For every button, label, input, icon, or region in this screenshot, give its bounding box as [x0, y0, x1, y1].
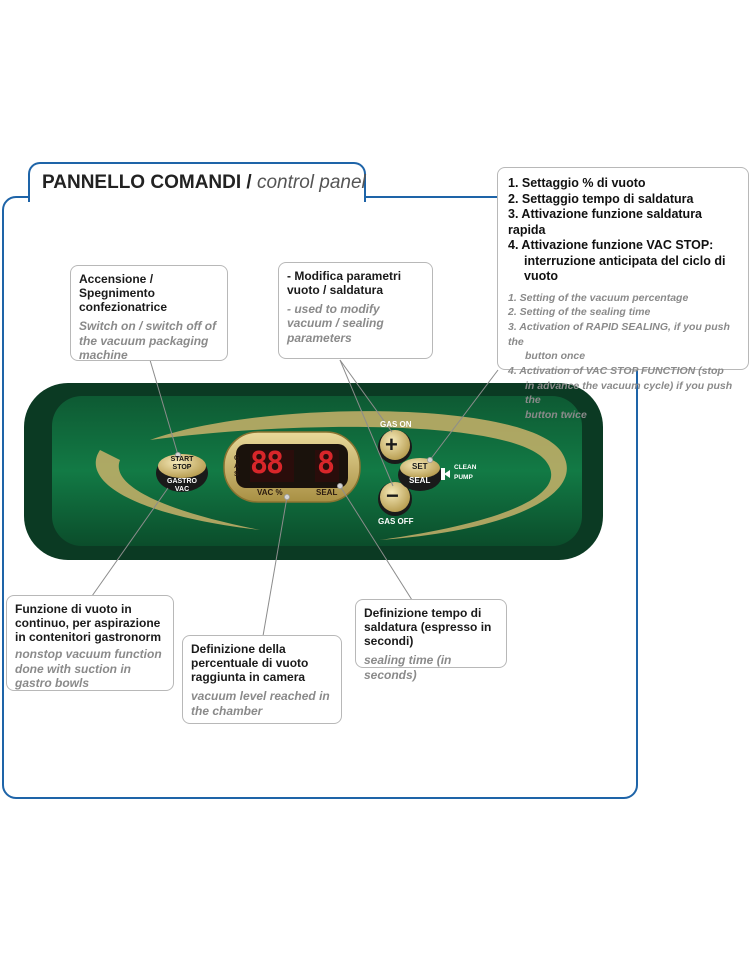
- callout-seal-en: sealing time (in seconds): [364, 653, 452, 682]
- settings-en-4: 4. Activation of VAC STOP FUNCTION (stop: [508, 364, 724, 377]
- pump-label: PUMP: [454, 474, 473, 481]
- vac-percent-label: VAC %: [257, 488, 283, 497]
- callout-power-it: Accensione / Spegnimento confezionatrice: [79, 272, 168, 315]
- set-seal-label: SEAL: [409, 476, 431, 485]
- settings-en-3b: button once: [525, 350, 586, 363]
- callout-params-it: - Modifica parametri vuoto / saldatura: [287, 269, 402, 298]
- leader-lines: [91, 359, 499, 637]
- gas-label: GAS: [234, 455, 240, 478]
- settings-en-3: 3. Activation of RAPID SEALING, if you p…: [508, 320, 730, 348]
- callout-seal: Definizione tempo di saldatura (espresso…: [355, 599, 507, 682]
- settings-en-2: 2. Setting of the sealing time: [508, 306, 651, 319]
- minus-icon: −: [386, 483, 399, 508]
- gastro-vac-label: GASTRO VAC: [165, 478, 199, 494]
- callout-vacuum-en: vacuum level reached in the chamber: [191, 689, 330, 718]
- start-label: START: [170, 456, 194, 463]
- callout-vacuum: Definizione della percentuale di vuoto r…: [182, 635, 342, 724]
- callout-gastro-it: Funzione di vuoto in continuo, per aspir…: [15, 602, 162, 645]
- seal-display: [315, 450, 339, 482]
- title-sub: control panel: [256, 172, 366, 193]
- leader-dots: [174, 451, 433, 500]
- clean-label: CLEAN: [454, 464, 477, 471]
- vac-label: VAC: [174, 486, 190, 493]
- page-title: PANNELLO COMANDI / control panel: [28, 162, 366, 202]
- gastro-label: GASTRO: [167, 478, 197, 485]
- seal-display-digits: 8: [317, 446, 336, 481]
- vacuum-display-digits: 88: [250, 446, 284, 481]
- settings-it-3: 3. Attivazione funzione saldatura rapida: [508, 207, 703, 237]
- vacuum-display: [250, 450, 294, 482]
- plus-button[interactable]: [378, 430, 412, 464]
- arrow-icon: [444, 470, 450, 478]
- title-main: PANNELLO COMANDI /: [42, 172, 252, 193]
- start-stop-label: START STOP: [168, 456, 196, 472]
- settings-en-4b: in advance the vacuum cycle) if you push…: [525, 379, 733, 407]
- callout-params: - Modifica parametri vuoto / saldatura -…: [278, 262, 433, 359]
- set-seal-button[interactable]: [398, 458, 442, 491]
- set-label: SET: [412, 462, 428, 471]
- clean-pump-bar: [441, 468, 445, 480]
- swoosh-left: [95, 450, 260, 530]
- display-module: [223, 431, 361, 503]
- settings-en-1: 1. Setting of the vacuum percentage: [508, 291, 689, 304]
- gas-on-label: GAS ON: [380, 420, 412, 429]
- callout-seal-it: Definizione tempo di saldatura (espresso…: [364, 606, 492, 649]
- settings-it-4: 4. Attivazione funzione VAC STOP:: [508, 238, 714, 252]
- settings-it-2: 2. Settaggio tempo di saldatura: [508, 191, 694, 206]
- settings-en-4c: button twice: [525, 409, 587, 421]
- start-stop-button[interactable]: [156, 454, 208, 492]
- seal-display-label: SEAL: [316, 488, 338, 497]
- stop-label: STOP: [172, 464, 192, 471]
- callout-settings: 1. Settaggio % di vuoto 2. Settaggio tem…: [497, 167, 749, 421]
- settings-it-1: 1. Settaggio % di vuoto: [508, 176, 646, 190]
- callout-gastro-en: nonstop vacuum function done with suctio…: [15, 647, 162, 690]
- callout-power-en: Switch on / switch off of the vacuum pac…: [79, 319, 217, 362]
- plus-icon: +: [385, 432, 398, 457]
- minus-button[interactable]: [378, 482, 412, 516]
- gas-off-label: GAS OFF: [378, 517, 414, 526]
- settings-it-4b: interruzione anticipata del ciclo di vuo…: [524, 253, 726, 284]
- callout-params-en: - used to modify vacuum / sealing parame…: [287, 302, 384, 345]
- callout-power: Accensione / Spegnimento confezionatrice…: [70, 265, 228, 362]
- callout-gastro: Funzione di vuoto in continuo, per aspir…: [6, 595, 174, 691]
- callout-vacuum-it: Definizione della percentuale di vuoto r…: [191, 642, 309, 685]
